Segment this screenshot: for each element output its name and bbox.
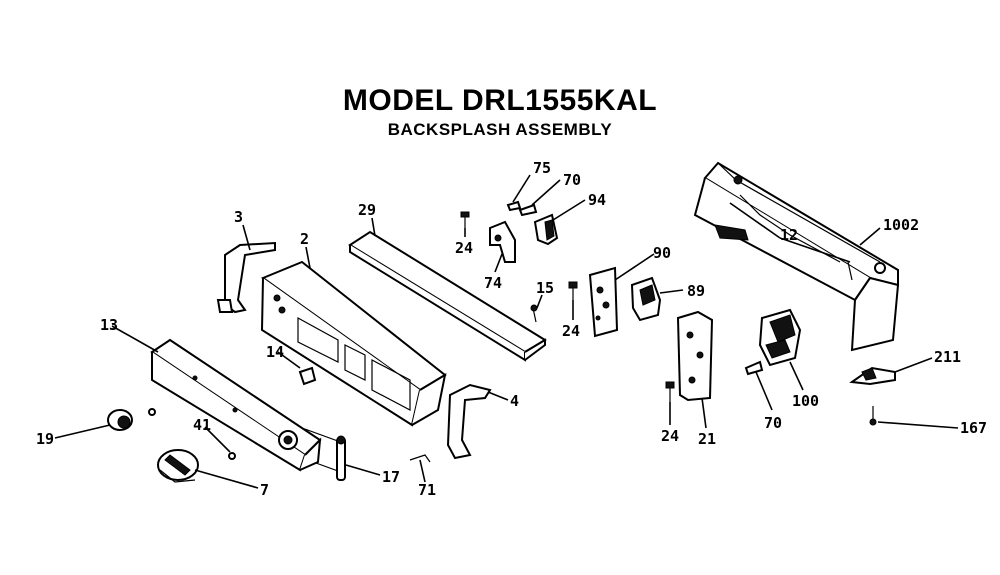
callout-14: 14: [266, 343, 284, 361]
callout-24-lower: 24: [661, 427, 679, 445]
callout-70: 70: [563, 171, 581, 189]
timer-knob: [107, 409, 133, 431]
screw-24b: [568, 281, 578, 300]
callout-71: 71: [418, 481, 436, 499]
left-bracket: [216, 241, 276, 314]
clip-41: [148, 408, 156, 416]
top-trim-strip: [348, 230, 547, 362]
screw-24a: [460, 211, 470, 228]
mounting-plate-90: [588, 266, 619, 338]
callout-24-mid: 24: [562, 322, 580, 340]
screw-70b: [744, 360, 764, 376]
diagram-title: MODEL DRL1555KAL: [342, 84, 658, 117]
callout-13: 13: [100, 316, 118, 334]
callout-19: 19: [36, 430, 54, 448]
callout-21: 21: [698, 430, 716, 448]
callout-7: 7: [260, 481, 269, 499]
callout-90: 90: [653, 244, 671, 262]
part-70a: [518, 203, 538, 217]
right-bracket: [446, 383, 492, 460]
switch-89: [630, 276, 662, 322]
switch-94: [533, 213, 559, 246]
part-75: [506, 200, 522, 212]
diagram-subtitle: BACKSPLASH ASSEMBLY: [387, 120, 613, 139]
callout-167: 167: [960, 419, 987, 437]
part-12: [847, 261, 853, 281]
hinge-211: [849, 366, 896, 386]
callout-24-upper: 24: [455, 239, 473, 257]
callout-94: 94: [588, 191, 606, 209]
callout-211: 211: [934, 348, 961, 366]
front-panel-overlay: [150, 338, 322, 472]
control-panel-body: [260, 260, 447, 475]
selector-dial: [157, 449, 199, 483]
callout-74: 74: [484, 274, 502, 292]
callout-3: 3: [234, 208, 243, 226]
callout-15: 15: [536, 279, 554, 297]
switch-14: [298, 366, 317, 386]
callout-labels: 75 70 94 29 24 74 3 2 15 24 90 89 12 100…: [36, 159, 987, 499]
clip-74: [489, 220, 516, 263]
callout-75: 75: [533, 159, 551, 177]
screw-15: [530, 304, 538, 323]
screw-24c: [665, 381, 675, 402]
callout-70-lower: 70: [764, 414, 782, 432]
callout-89: 89: [687, 282, 705, 300]
callout-17: 17: [382, 468, 400, 486]
callout-4: 4: [510, 392, 519, 410]
callout-1002: 1002: [883, 216, 919, 234]
callout-100: 100: [792, 392, 819, 410]
screw-71: [409, 454, 431, 463]
callout-41: 41: [193, 416, 211, 434]
callout-29: 29: [358, 201, 376, 219]
rod-17: [336, 435, 346, 481]
callout-12: 12: [780, 226, 798, 244]
leader-lines: [54, 174, 959, 489]
callout-2: 2: [300, 230, 309, 248]
clip-41b: [228, 452, 236, 460]
plate-21: [676, 310, 714, 402]
screw-167: [869, 406, 877, 426]
timer-motor-100: [758, 308, 802, 367]
